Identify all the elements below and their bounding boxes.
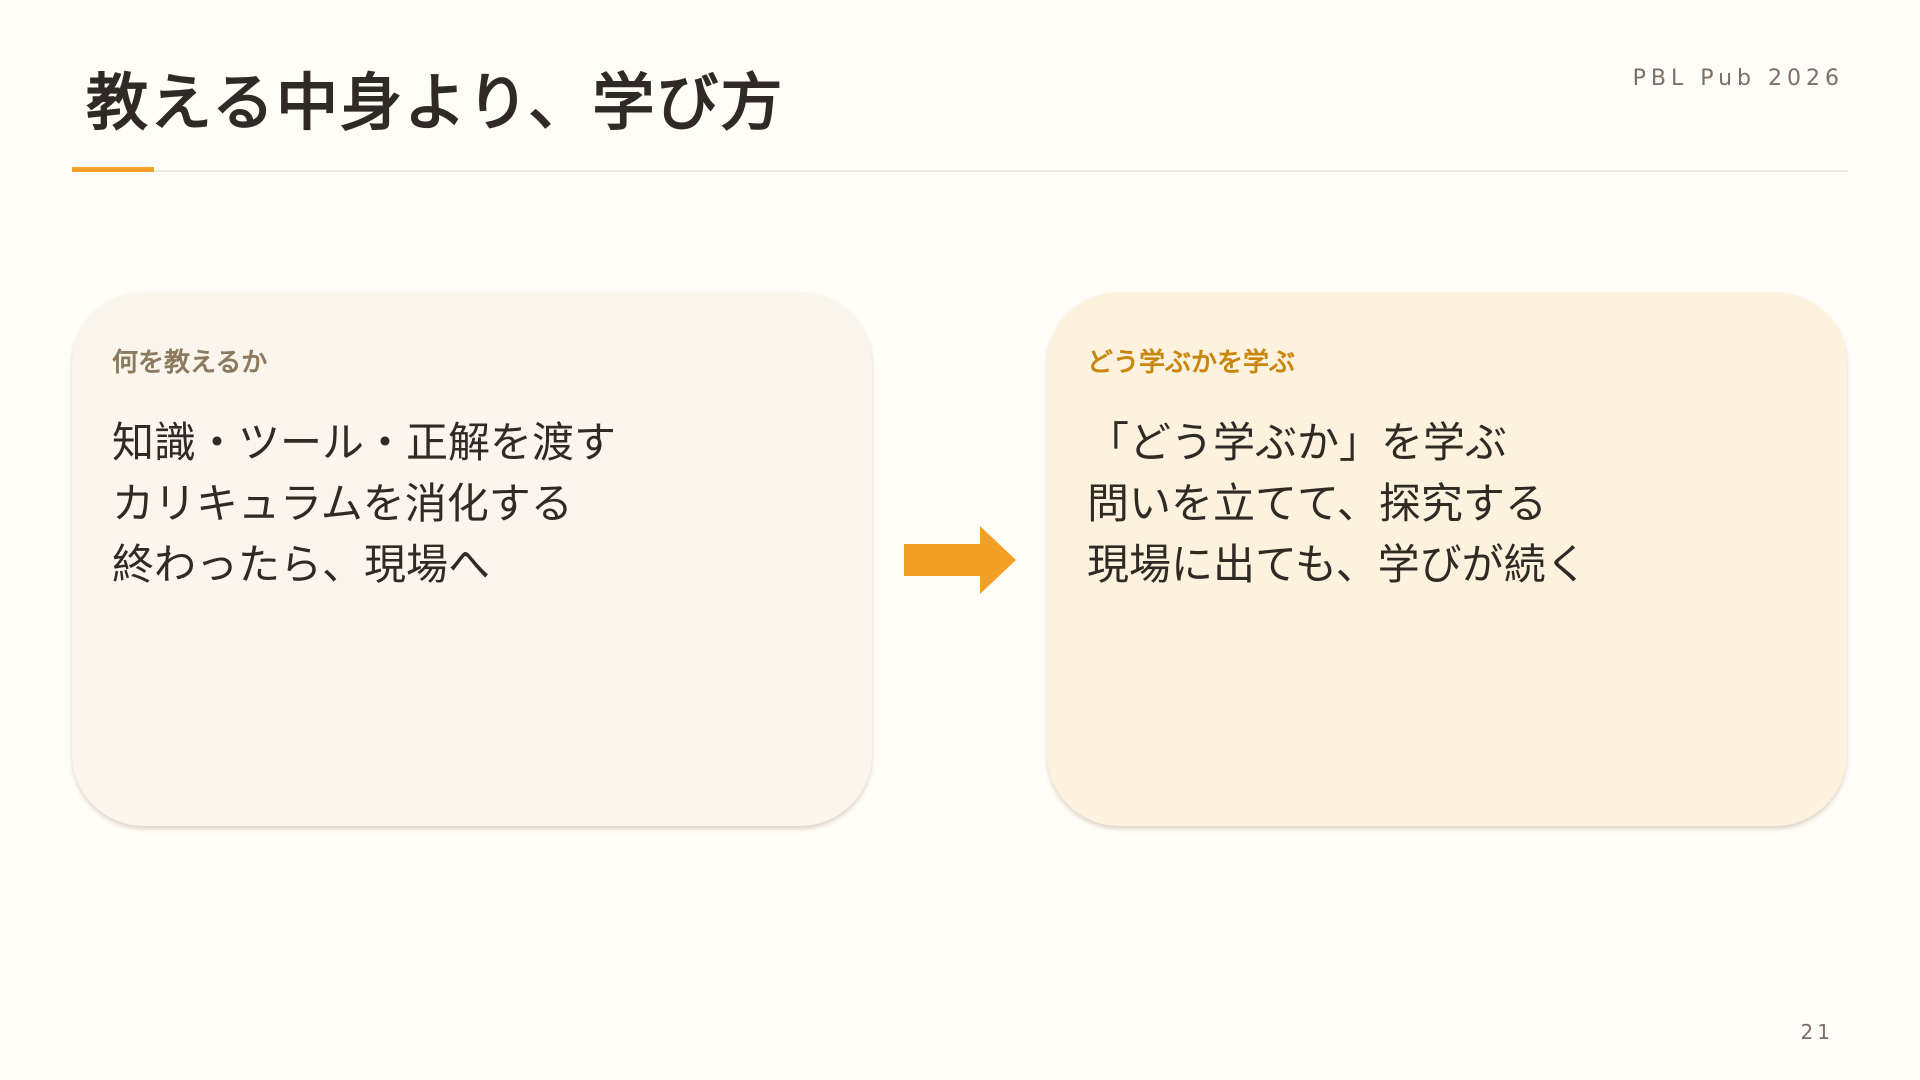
card-label: 何を教えるか bbox=[112, 348, 268, 378]
card-lines: 知識・ツール・正解を渡す カリキュラムを消化する 終わったら、現場へ bbox=[112, 412, 616, 595]
brand-label: PBL Pub 2026 bbox=[1632, 66, 1844, 91]
title-divider-accent bbox=[72, 167, 154, 172]
page-title: 教える中身より、学び方 bbox=[86, 66, 785, 139]
card-what-to-teach: 何を教えるか 知識・ツール・正解を渡す カリキュラムを消化する 終わったら、現場… bbox=[72, 292, 872, 826]
page-number: 21 bbox=[1800, 1020, 1834, 1044]
card-line: 「どう学ぶか」を学ぶ bbox=[1087, 418, 1508, 467]
card-line: カリキュラムを消化する bbox=[112, 479, 573, 528]
card-label: どう学ぶかを学ぶ bbox=[1087, 348, 1296, 378]
card-lines: 「どう学ぶか」を学ぶ 問いを立てて、探究する 現場に出ても、学びが続く bbox=[1087, 412, 1588, 595]
card-how-to-learn: どう学ぶかを学ぶ 「どう学ぶか」を学ぶ 問いを立てて、探究する 現場に出ても、学… bbox=[1047, 292, 1847, 826]
arrow-right-icon bbox=[904, 526, 1016, 594]
card-line: 知識・ツール・正解を渡す bbox=[112, 418, 617, 467]
card-line: 問いを立てて、探究する bbox=[1087, 479, 1547, 528]
title-divider bbox=[72, 170, 1848, 172]
card-line: 終わったら、現場へ bbox=[112, 540, 491, 589]
card-line: 現場に出ても、学びが続く bbox=[1087, 540, 1588, 589]
